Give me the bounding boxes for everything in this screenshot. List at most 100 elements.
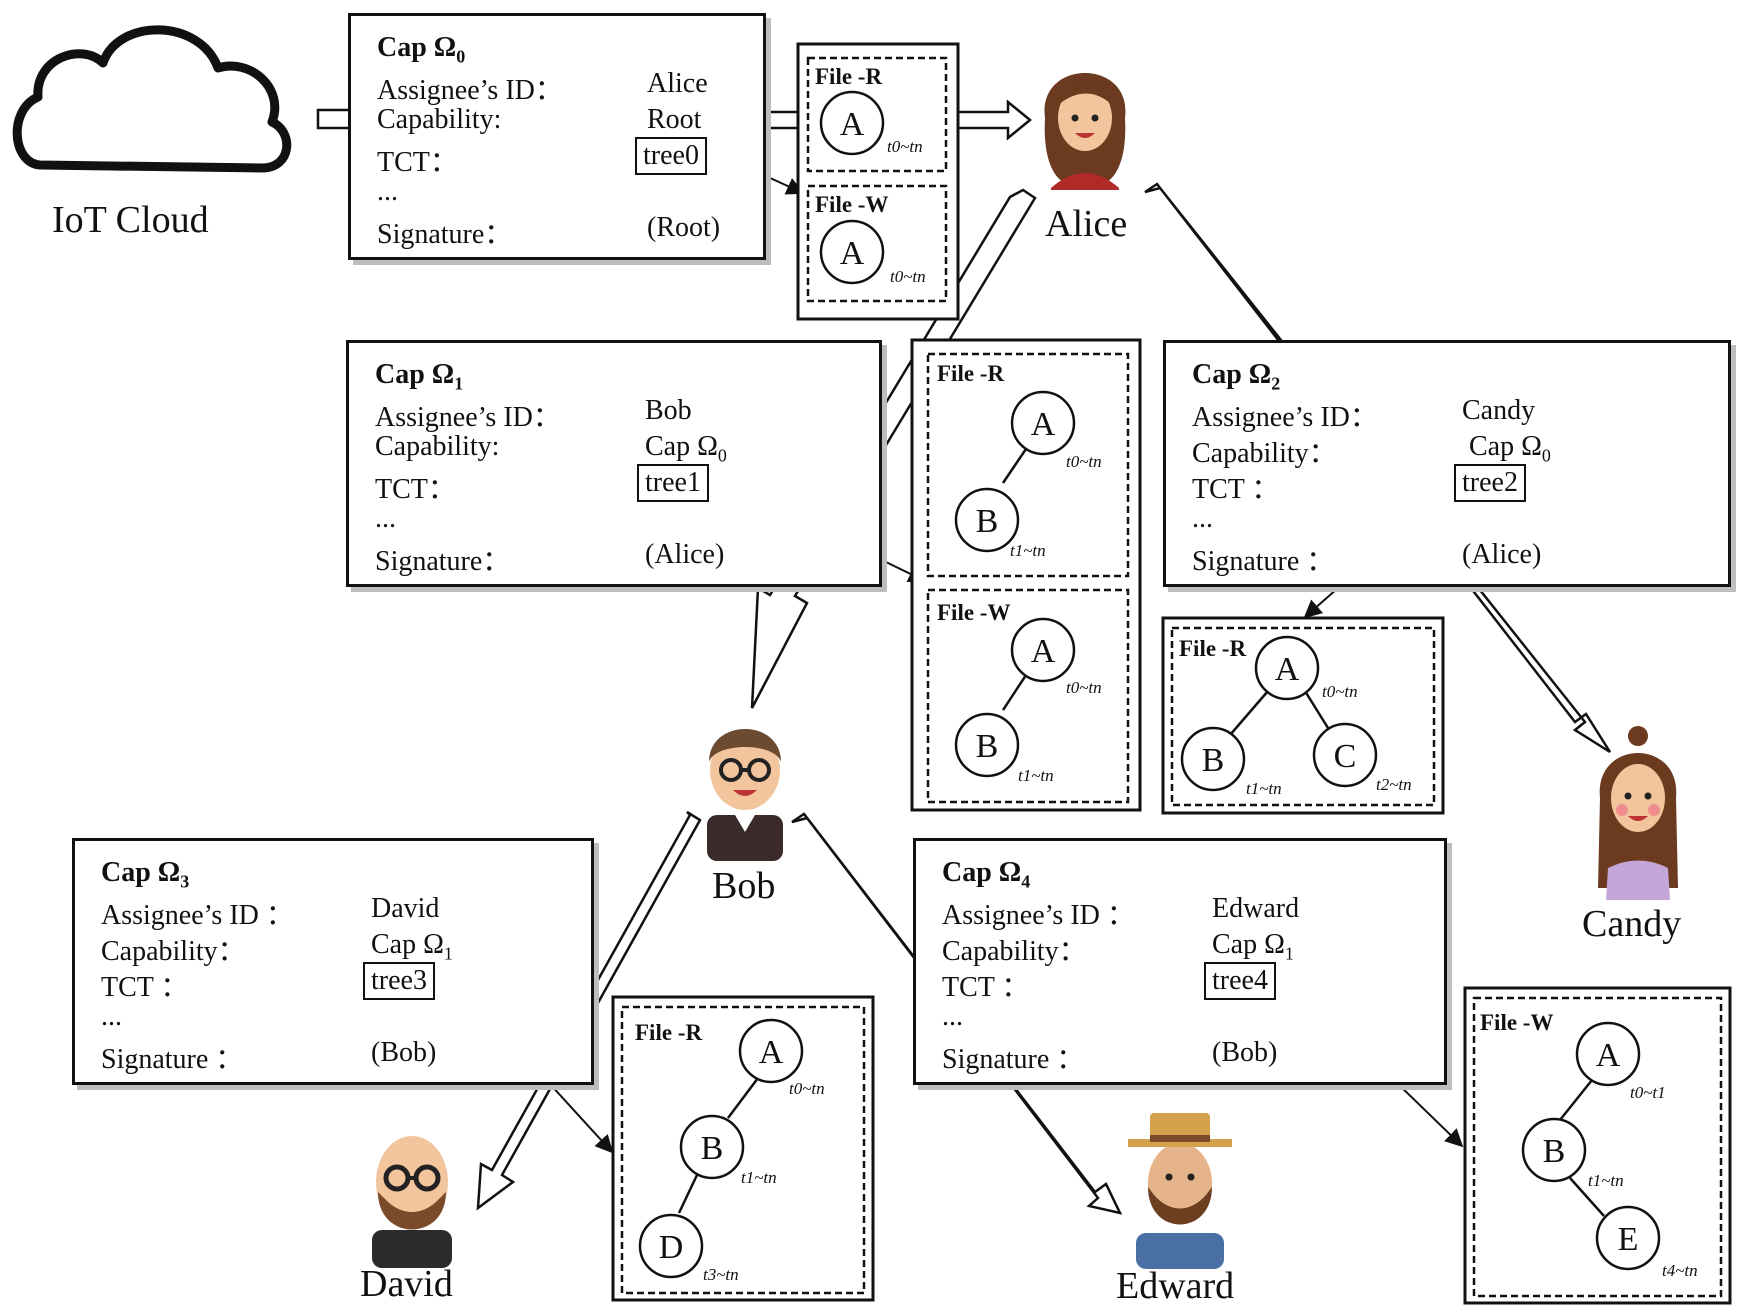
- alice-name: Alice: [1045, 203, 1128, 245]
- bob-avatar: [707, 729, 783, 861]
- tct-label: TCT ：: [101, 972, 189, 1003]
- tct-label: TCT ：: [942, 972, 1030, 1003]
- cloud-label: IoT Cloud: [52, 199, 209, 241]
- bob-name: Bob: [712, 865, 776, 907]
- capability-value: Cap Ω0: [1469, 431, 1551, 466]
- node-w4-b: [1521, 1117, 1587, 1183]
- bob-to-edward-arrow: [791, 812, 1123, 1215]
- tct-label: TCT：: [375, 474, 456, 505]
- capability-label: Capability:: [375, 431, 500, 462]
- file-label-r2: File -R: [1179, 636, 1246, 661]
- assignee-label: Assignee’s ID ：: [101, 900, 294, 931]
- node-r1-a: [1010, 390, 1076, 456]
- time-r2-b: t1~tn: [1246, 779, 1282, 798]
- assignee-value: Alice: [647, 68, 708, 99]
- ellipsis: ...: [101, 1001, 122, 1032]
- capability-value: Cap Ω1: [371, 929, 453, 964]
- assignee-label: Assignee’s ID：: [1192, 402, 1378, 433]
- capability-card-2: Cap Ω2 Assignee’s ID： Capability： TCT ： …: [1163, 340, 1731, 587]
- time-w1-a: t0~tn: [1066, 678, 1102, 697]
- tct-box: tree0: [635, 137, 707, 175]
- edge-w4-ab: [1559, 1079, 1593, 1121]
- ellipsis: ...: [1192, 503, 1213, 534]
- node-r3-d: [638, 1213, 704, 1279]
- edge-r3-bd: [677, 1174, 699, 1214]
- assignee-label: Assignee’s ID：: [375, 402, 561, 433]
- edward-name: Edward: [1116, 1265, 1235, 1307]
- alice-to-bob-arrow: [750, 188, 1037, 709]
- file-dashed-frames: [620, 56, 1723, 1298]
- node-label-w1-b: B: [976, 728, 999, 765]
- dash-r1: [926, 352, 1130, 578]
- dash-w4: [1472, 996, 1723, 1298]
- file-label-r3: File -R: [635, 1020, 702, 1045]
- tree-edges: [677, 442, 1605, 1217]
- node-label-r2-c: C: [1334, 738, 1357, 775]
- node-w1-a: [1010, 617, 1076, 683]
- capability-value: Root: [647, 104, 702, 135]
- cap-title: Cap Ω1: [375, 359, 464, 394]
- node-label-r3-a: A: [759, 1034, 784, 1071]
- node-label-r1-a: A: [1031, 406, 1056, 443]
- assignee-value: Bob: [645, 395, 692, 426]
- capability-value: Cap Ω0: [645, 431, 727, 466]
- signature-value: (Alice): [1462, 539, 1542, 570]
- edge-r2-ab: [1229, 690, 1269, 736]
- file-label-w4: File -W: [1480, 1010, 1553, 1035]
- cloud-icon: [12, 25, 292, 173]
- tct-value: tree0: [635, 137, 707, 175]
- node-w4-a: [1575, 1021, 1641, 1087]
- time-w4-b: t1~tn: [1588, 1171, 1624, 1190]
- cap-title: Cap Ω2: [1192, 359, 1281, 394]
- node-w0-a: [819, 219, 885, 285]
- node-label-r3-b: B: [701, 1130, 724, 1167]
- file-frame-0: [796, 42, 960, 321]
- signature-value: (Bob): [371, 1037, 437, 1068]
- node-w1-b: [954, 712, 1020, 778]
- cap0-to-files-connector: [764, 110, 800, 130]
- david-name: David: [360, 1263, 453, 1305]
- assignee-value: Candy: [1462, 395, 1536, 426]
- signature-value: (Alice): [645, 539, 725, 570]
- node-r2-c: [1312, 722, 1378, 788]
- node-label-r2-b: B: [1202, 742, 1225, 779]
- node-label-r3-d: D: [659, 1229, 684, 1266]
- capability-value: Cap Ω1: [1212, 929, 1294, 964]
- node-label-w1-a: A: [1031, 633, 1056, 670]
- node-r3-a: [738, 1018, 804, 1084]
- signature-value: (Root): [647, 212, 721, 243]
- time-r0-a: t0~tn: [887, 137, 923, 156]
- tct-value: tree3: [363, 962, 435, 1000]
- cap-title: Cap Ω0: [377, 32, 466, 67]
- file-label-r1: File -R: [937, 361, 1004, 386]
- node-label-w4-a: A: [1596, 1037, 1621, 1074]
- signature-value: (Bob): [1212, 1037, 1278, 1068]
- capability-label: Capability：: [1192, 438, 1337, 469]
- dash-r3: [620, 1005, 866, 1295]
- tct-value: tree1: [637, 464, 709, 502]
- node-r2-b: [1180, 726, 1246, 792]
- edge-r2-ac: [1303, 690, 1330, 729]
- time-r1-b: t1~tn: [1010, 541, 1046, 560]
- capability-label: Capability：: [101, 936, 246, 967]
- tct-value: tree4: [1204, 962, 1276, 1000]
- alice-avatar: [1044, 73, 1126, 190]
- tree-nodes: [638, 90, 1661, 1279]
- candy-name: Candy: [1582, 903, 1682, 945]
- time-r2-c: t2~tn: [1376, 775, 1412, 794]
- node-label-w0-a: A: [840, 235, 865, 272]
- edge-w4-be: [1569, 1177, 1605, 1217]
- tct-box: tree1: [637, 464, 709, 502]
- assignee-label: Assignee’s ID：: [377, 75, 563, 106]
- cap-title: Cap Ω4: [942, 857, 1031, 892]
- signature-label: Signature ：: [101, 1044, 244, 1075]
- node-label-r2-a: A: [1275, 651, 1300, 688]
- tct-label: TCT：: [377, 147, 458, 178]
- capability-card-4: Cap Ω4 Assignee’s ID ： Capability： TCT ：…: [913, 838, 1447, 1085]
- edward-avatar: [1128, 1113, 1232, 1269]
- files-to-alice-arrow: [954, 99, 1032, 141]
- time-w4-a: t0~t1: [1630, 1083, 1666, 1102]
- dash-r0: [806, 56, 948, 173]
- time-w1-b: t1~tn: [1018, 766, 1054, 785]
